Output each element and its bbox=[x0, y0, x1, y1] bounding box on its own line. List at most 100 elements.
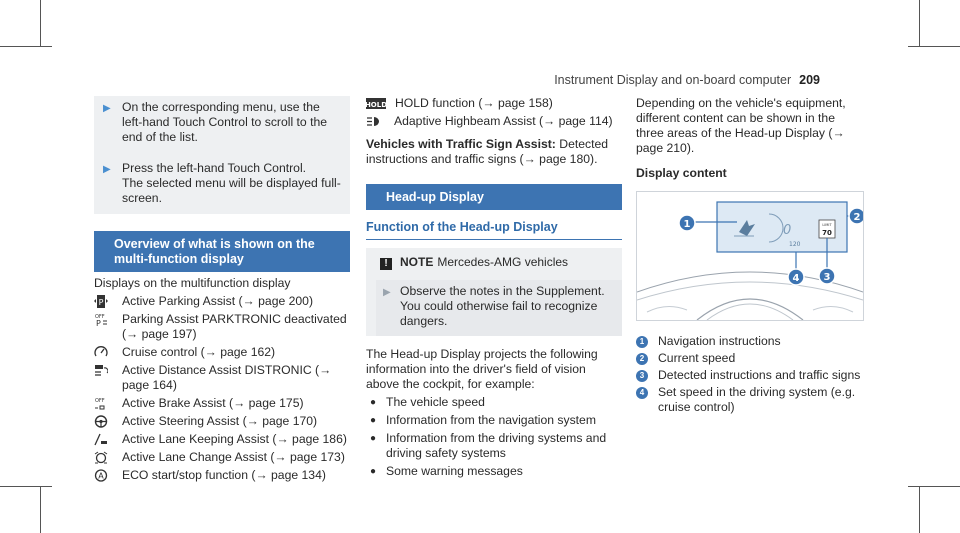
crop-mark bbox=[908, 46, 960, 47]
svg-text:0: 0 bbox=[783, 223, 791, 238]
header-title: Instrument Display and on-board computer bbox=[554, 73, 792, 87]
list-item-text: HOLD function (→ page 158) bbox=[395, 96, 553, 110]
instruction-step: ▶ Observe the notes in the Supplement. Y… bbox=[376, 280, 622, 336]
brake-assist-off-icon: OFF bbox=[94, 397, 108, 410]
step-text: Observe the notes in the Supplement. You… bbox=[400, 284, 605, 328]
step-result: The selected menu will be displayed full… bbox=[122, 176, 341, 205]
list-item-text: Cruise control (→ page 162) bbox=[122, 345, 276, 359]
bullet-text: The vehicle speed bbox=[386, 395, 485, 409]
intro-text: Displays on the multifunction display bbox=[94, 276, 291, 290]
crop-mark bbox=[40, 0, 41, 47]
cruise-control-icon bbox=[94, 346, 108, 359]
legend-number: 1 bbox=[636, 336, 648, 348]
legend-item: 2 Current speed bbox=[636, 351, 864, 366]
list-item-text: Active Brake Assist (→ page 175) bbox=[122, 396, 304, 410]
list-item-text: Adaptive Highbeam Assist (→ page 114) bbox=[394, 114, 613, 128]
distronic-icon bbox=[94, 364, 108, 377]
svg-text:1: 1 bbox=[684, 219, 691, 230]
step-text: Press the left-hand Touch Control. bbox=[122, 161, 307, 175]
callout-2: 2 bbox=[848, 207, 863, 225]
legend-text: Set speed in the driving system (e.g. cr… bbox=[658, 385, 856, 414]
list-item-text: Active Distance Assist DISTRONIC (→ page… bbox=[122, 363, 332, 392]
crop-mark bbox=[908, 486, 960, 487]
parking-assist-icon: P bbox=[94, 295, 108, 308]
bullet-text: Information from the navigation system bbox=[386, 413, 596, 427]
crop-mark bbox=[919, 0, 920, 47]
section-title: Overview of what is shown on the multi-f… bbox=[94, 231, 350, 272]
list-item: HOLD HOLD function (→ page 158) bbox=[366, 96, 622, 111]
bullet-icon: ● bbox=[370, 433, 377, 444]
bullet-item: ● Some warning messages bbox=[366, 464, 622, 479]
list-item: OFF Active Brake Assist (→ page 175) bbox=[94, 396, 350, 411]
bullet-icon: ● bbox=[370, 397, 377, 408]
column-middle: HOLD HOLD function (→ page 158) Adaptive… bbox=[366, 96, 622, 479]
steering-assist-icon bbox=[94, 415, 108, 428]
bullet-icon: ● bbox=[370, 415, 377, 426]
note-text: Mercedes-AMG vehicles bbox=[437, 255, 569, 269]
list-item-text: ECO start/stop function (→ page 134) bbox=[122, 468, 326, 482]
crop-mark bbox=[0, 46, 52, 47]
list-item-text: Parking Assist PARKTRONIC deactivated (→… bbox=[122, 312, 347, 341]
svg-text:OFF: OFF bbox=[95, 314, 105, 320]
step-text: On the corresponding menu, use the left-… bbox=[122, 100, 328, 144]
bullet-item: ● Information from the navigation system bbox=[366, 413, 622, 428]
highbeam-assist-icon bbox=[366, 115, 380, 128]
crop-mark bbox=[0, 486, 52, 487]
tsa-body: Detected instructions and traffic signs … bbox=[366, 137, 609, 166]
step-arrow-icon: ▶ bbox=[103, 103, 111, 114]
callout-4: 4 bbox=[787, 268, 805, 286]
running-header: Instrument Display and on-board computer… bbox=[554, 73, 820, 87]
subsection-title: Function of the Head-up Display bbox=[366, 220, 622, 240]
bullet-icon: ● bbox=[370, 466, 377, 477]
eco-start-stop-icon: A bbox=[94, 469, 108, 482]
instruction-step: ▶ On the corresponding menu, use the lef… bbox=[94, 96, 350, 151]
list-item: P Active Parking Assist (→ page 200) bbox=[94, 294, 350, 309]
svg-text:P: P bbox=[99, 298, 104, 307]
body-paragraph: The Head-up Display projects the followi… bbox=[366, 347, 598, 391]
legend-text: Detected instructions and traffic signs bbox=[658, 368, 861, 382]
legend-number: 3 bbox=[636, 370, 648, 382]
hud-sign-top: LIMIT bbox=[822, 223, 832, 227]
bullet-text: Some warning messages bbox=[386, 464, 523, 478]
warning-exclamation-icon: ! bbox=[380, 258, 392, 270]
lane-change-icon bbox=[94, 451, 108, 464]
svg-text:4: 4 bbox=[793, 273, 800, 284]
hud-sign-value: 70 bbox=[822, 229, 832, 237]
step-arrow-icon: ▶ bbox=[103, 164, 111, 175]
tsa-heading: Vehicles with Traffic Sign Assist: bbox=[366, 137, 556, 151]
bullet-item: ● The vehicle speed bbox=[366, 395, 622, 410]
step-arrow-icon: ▶ bbox=[383, 287, 391, 298]
section-title: Head-up Display bbox=[366, 184, 622, 210]
callout-3: 3 bbox=[818, 267, 836, 285]
svg-text:P: P bbox=[96, 319, 101, 326]
lane-keeping-icon bbox=[94, 433, 108, 446]
legend-number: 4 bbox=[636, 387, 648, 399]
hold-label: HOLD bbox=[366, 101, 386, 109]
column-right: Depending on the vehicle's equipment, di… bbox=[636, 96, 864, 415]
body-paragraph: Depending on the vehicle's equipment, di… bbox=[636, 96, 846, 155]
svg-text:A: A bbox=[98, 472, 104, 481]
crop-mark bbox=[919, 486, 920, 533]
svg-text:2: 2 bbox=[854, 212, 861, 223]
svg-text:3: 3 bbox=[824, 272, 831, 283]
column-left: ▶ On the corresponding menu, use the lef… bbox=[94, 96, 350, 483]
list-item: Active Distance Assist DISTRONIC (→ page… bbox=[94, 363, 350, 393]
traffic-sign-assist-text: Vehicles with Traffic Sign Assist: Detec… bbox=[366, 137, 622, 167]
page-number: 209 bbox=[799, 73, 820, 87]
legend-number: 2 bbox=[636, 353, 648, 365]
instruction-step: ▶ Press the left-hand Touch Control. The… bbox=[94, 151, 350, 214]
hold-icon: HOLD bbox=[366, 97, 386, 110]
list-item-text: Active Parking Assist (→ page 200) bbox=[122, 294, 314, 308]
list-item: Adaptive Highbeam Assist (→ page 114) bbox=[366, 114, 622, 129]
legend-text: Current speed bbox=[658, 351, 736, 365]
hud-figure: 0 120 LIMIT 70 1 2 3 4 bbox=[636, 191, 864, 321]
callout-1: 1 bbox=[678, 214, 696, 232]
list-item: Active Lane Keeping Assist (→ page 186) bbox=[94, 432, 350, 447]
legend-item: 3 Detected instructions and traffic signs bbox=[636, 368, 864, 383]
